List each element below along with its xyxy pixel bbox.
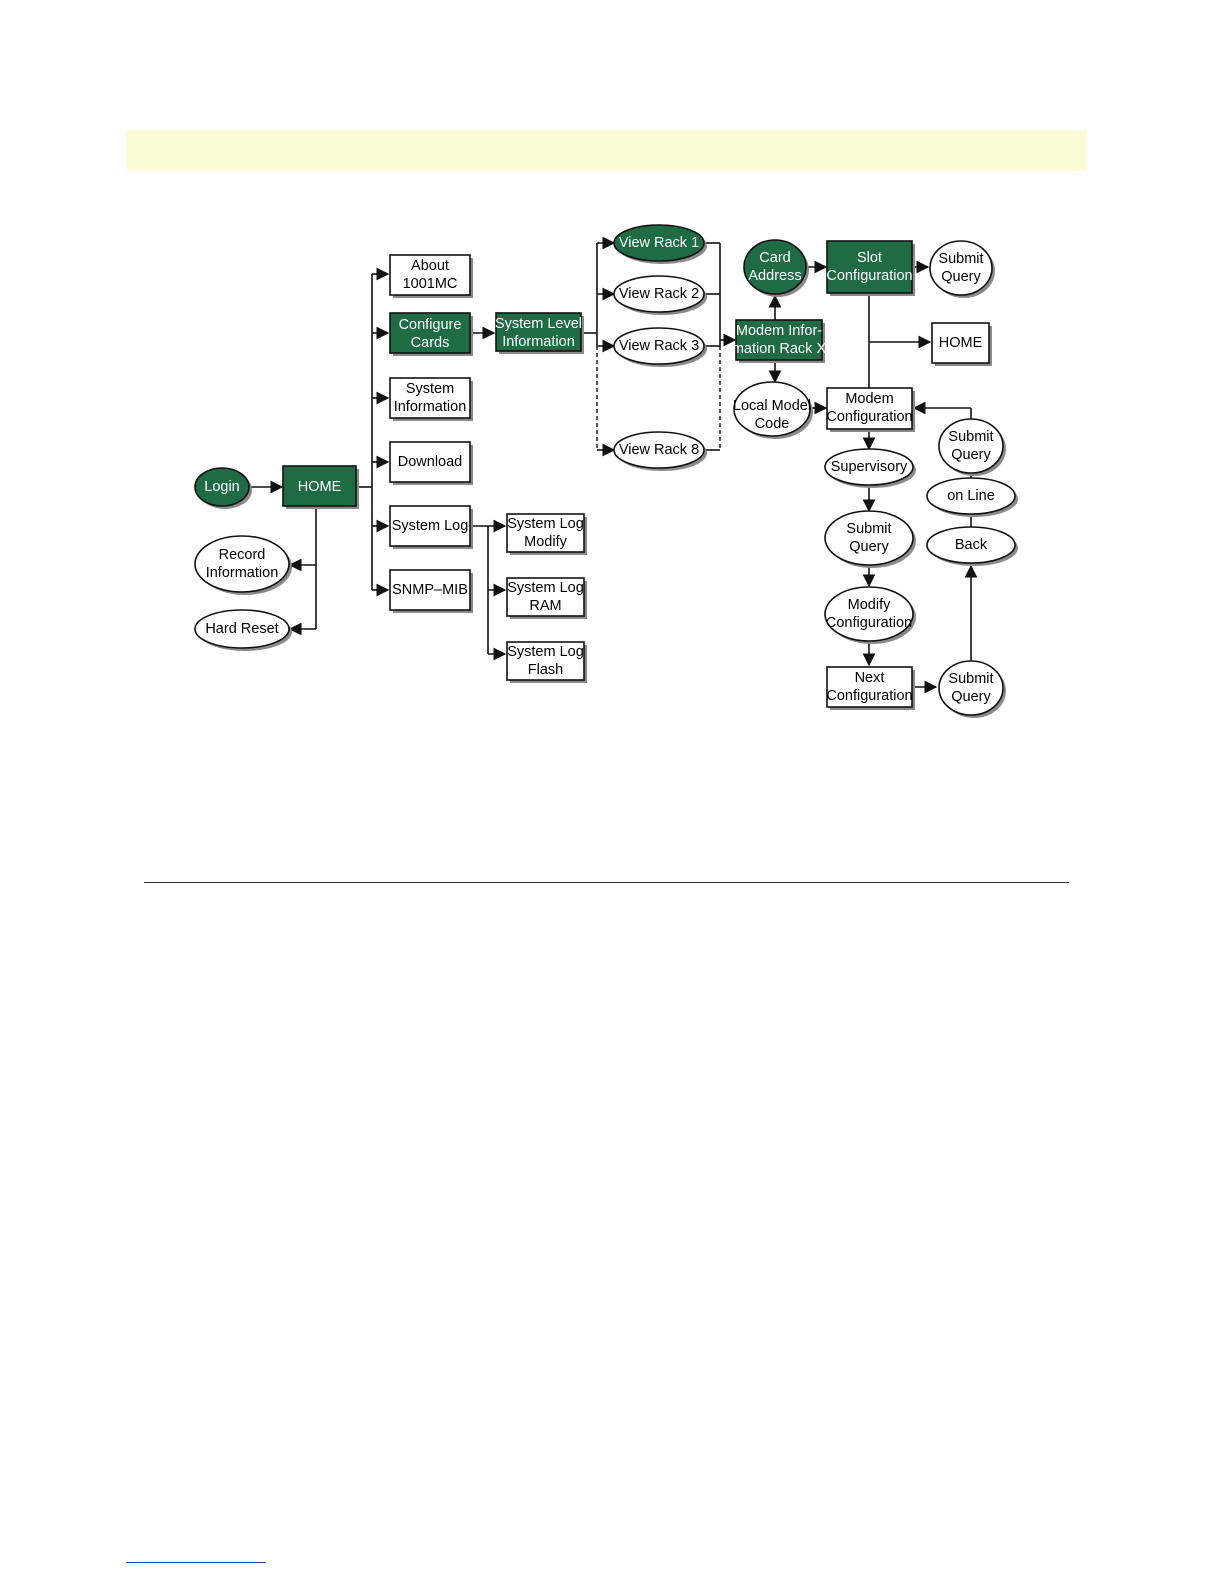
system-log-modify-node: System Log Modify (506, 513, 587, 555)
next-configuration-label-2: Configuration (826, 688, 912, 704)
hard-reset-node: Hard Reset (194, 609, 292, 651)
configure-cards-node: Configure Cards (389, 312, 473, 356)
submit-query-next-node: Submit Query (938, 660, 1006, 718)
on-line-label: on Line (947, 488, 995, 504)
system-log-modify-label-2: Modify (524, 534, 567, 550)
system-information-node: System Information (389, 377, 473, 421)
view-rack-8-node: View Rack 8 (613, 431, 707, 471)
configure-cards-label-1: Configure (399, 317, 462, 333)
card-address-label-2: Address (748, 268, 801, 284)
system-log-ram-label-2: RAM (529, 598, 561, 614)
view-rack-8-label: View Rack 8 (619, 442, 699, 458)
modem-configuration-node: Modem Configuration (826, 387, 915, 432)
login-node: Login (194, 467, 252, 509)
submit-query-slot-node: Submit Query (929, 240, 995, 298)
modify-configuration-label-1: Modify (848, 597, 891, 613)
snmp-mib-node: SNMP–MIB (389, 569, 473, 613)
view-rack-2-label: View Rack 2 (619, 286, 699, 302)
home-right-label: HOME (939, 335, 983, 351)
record-information-node: Record Information (194, 535, 292, 595)
back-label: Back (955, 537, 988, 553)
modem-configuration-label-1: Modem (845, 391, 893, 407)
modify-configuration-label-2: Configuration (826, 615, 912, 631)
card-address-label-1: Card (759, 250, 790, 266)
footer-link-underline[interactable] (126, 1562, 266, 1563)
submit-query-online-node: Submit Query (938, 418, 1006, 476)
slot-configuration-label-1: Slot (857, 250, 882, 266)
home-label: HOME (298, 479, 342, 495)
submit-query-supervisory-node: Submit Query (824, 510, 916, 568)
system-level-information-label-2: Information (502, 334, 575, 350)
download-label: Download (398, 454, 463, 470)
submit-query-slot-label-1: Submit (938, 251, 983, 267)
home-node: HOME (282, 465, 359, 509)
slot-configuration-node: Slot Configuration (826, 240, 915, 296)
view-rack-2-node: View Rack 2 (613, 275, 707, 315)
record-information-label-2: Information (206, 565, 279, 581)
system-level-information-node: System Level Information (495, 312, 584, 354)
supervisory-node: Supervisory (824, 448, 916, 488)
on-line-node: on Line (926, 477, 1018, 517)
view-rack-1-label: View Rack 1 (619, 235, 699, 251)
slot-configuration-label-2: Configuration (826, 268, 912, 284)
login-label: Login (204, 479, 239, 495)
system-information-label-2: Information (394, 399, 467, 415)
snmp-mib-label: SNMP–MIB (392, 582, 468, 598)
view-rack-3-label: View Rack 3 (619, 338, 699, 354)
about-label-2: 1001MC (403, 276, 458, 292)
submit-query-slot-label-2: Query (941, 269, 981, 285)
hard-reset-label: Hard Reset (205, 621, 278, 637)
system-log-modify-label-1: System Log (507, 516, 584, 532)
record-information-label-1: Record (219, 547, 266, 563)
about-node: About 1001MC (389, 254, 473, 298)
next-configuration-node: Next Configuration (826, 666, 915, 710)
configure-cards-label-2: Cards (411, 335, 450, 351)
submit-query-supervisory-label-2: Query (849, 539, 889, 555)
modem-information-rack-node: Modem Infor- mation Rack X (732, 319, 827, 363)
local-model-code-label-1: Local Model (733, 398, 811, 414)
system-log-ram-label-1: System Log (507, 580, 584, 596)
view-rack-1-node: View Rack 1 (613, 224, 707, 264)
modem-information-rack-label-2: mation Rack X (732, 341, 827, 357)
header-banner (126, 130, 1087, 171)
local-model-code-label-2: Code (755, 416, 790, 432)
system-log-ram-node: System Log RAM (506, 577, 587, 619)
section-divider (144, 882, 1069, 883)
card-address-node: Card Address (743, 239, 809, 297)
modem-information-rack-label-1: Modem Infor- (736, 323, 822, 339)
modify-configuration-node: Modify Configuration (824, 586, 916, 644)
system-log-flash-node: System Log Flash (506, 641, 587, 683)
back-node: Back (926, 526, 1018, 566)
modem-configuration-label-2: Configuration (826, 409, 912, 425)
system-log-label: System Log (392, 518, 469, 534)
supervisory-label: Supervisory (831, 459, 908, 475)
system-log-node: System Log (389, 505, 473, 549)
view-rack-3-node: View Rack 3 (613, 327, 707, 367)
system-log-flash-label-1: System Log (507, 644, 584, 660)
navigation-flow-diagram: Login HOME Record Information Hard Reset… (194, 224, 1018, 718)
system-log-flash-label-2: Flash (528, 662, 563, 678)
about-label-1: About (411, 258, 449, 274)
download-node: Download (389, 441, 473, 485)
submit-query-next-label-2: Query (951, 689, 991, 705)
submit-query-online-label-1: Submit (948, 429, 993, 445)
submit-query-online-label-2: Query (951, 447, 991, 463)
submit-query-supervisory-label-1: Submit (846, 521, 891, 537)
next-configuration-label-1: Next (855, 670, 885, 686)
local-model-code-node: Local Model Code (733, 381, 813, 439)
system-level-information-label-1: System Level (495, 316, 582, 332)
system-information-label-1: System (406, 381, 454, 397)
connectors (250, 236, 978, 694)
submit-query-next-label-1: Submit (948, 671, 993, 687)
home-right-node: HOME (931, 322, 992, 366)
